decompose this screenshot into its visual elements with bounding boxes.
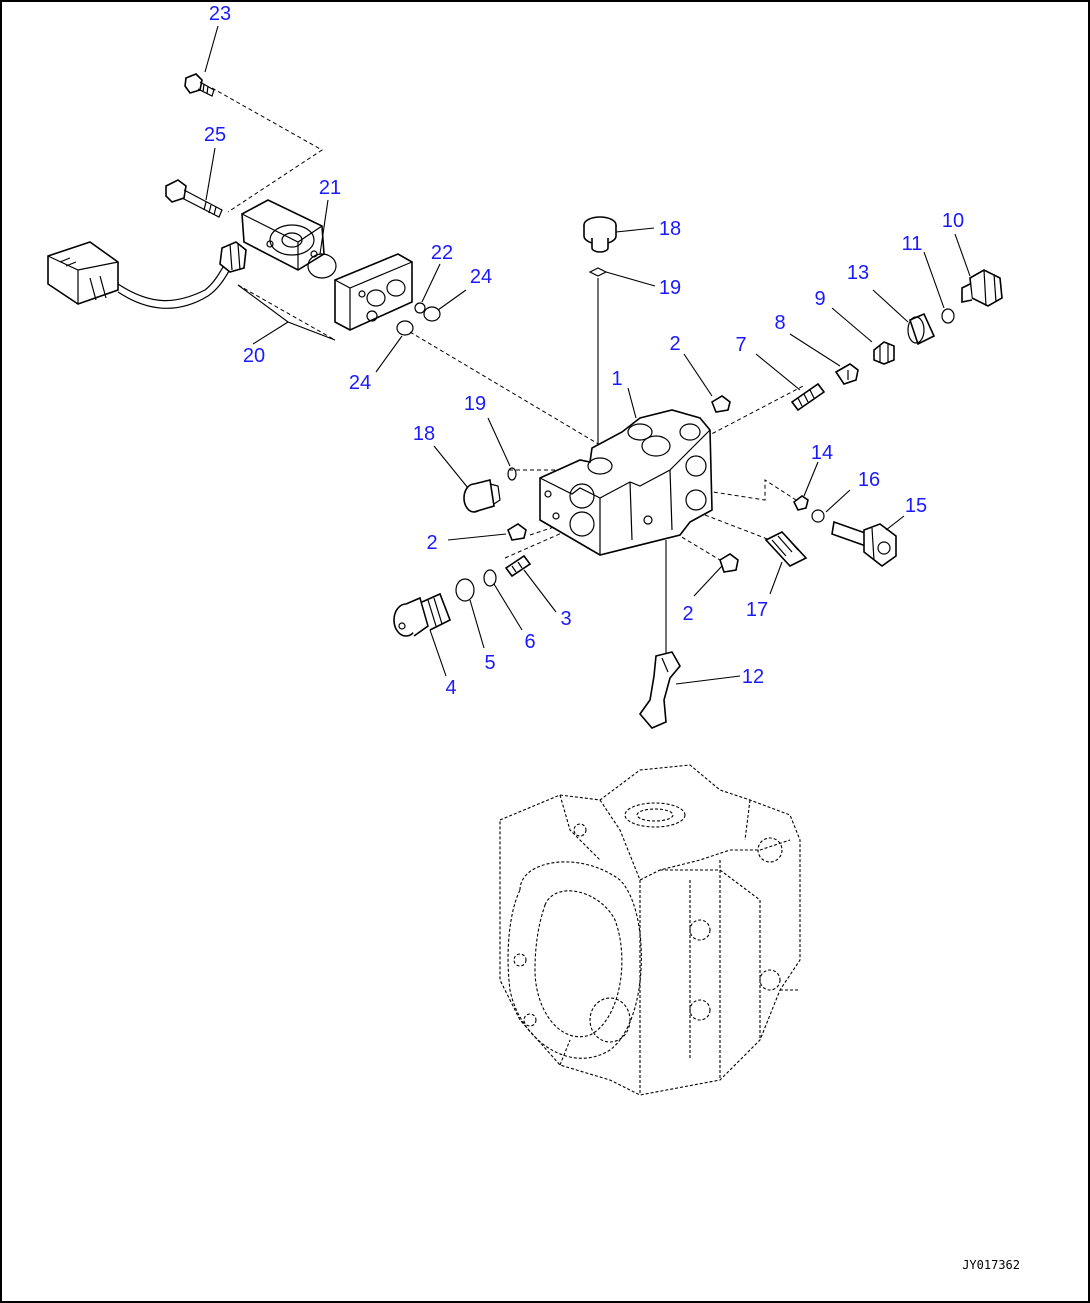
callout-2-right: 2 bbox=[682, 603, 693, 625]
callout-1: 1 bbox=[611, 368, 622, 390]
screw-8 bbox=[834, 363, 859, 385]
callout-16: 16 bbox=[858, 469, 880, 491]
bolt-23 bbox=[184, 73, 215, 97]
callout-21: 21 bbox=[319, 177, 341, 199]
valve-15 bbox=[831, 520, 897, 567]
plug-2-right bbox=[719, 553, 739, 573]
callout-25: 25 bbox=[204, 124, 226, 146]
callout-labels: 23 25 21 22 24 24 20 18 19 10 11 13 9 8 … bbox=[204, 3, 964, 699]
callout-4: 4 bbox=[445, 677, 456, 699]
callout-20: 20 bbox=[243, 345, 265, 367]
o-ring-24-upper bbox=[423, 306, 441, 322]
plug-4 bbox=[393, 592, 452, 637]
callout-23: 23 bbox=[209, 3, 231, 25]
callout-19-top: 19 bbox=[659, 277, 681, 299]
plug-10 bbox=[961, 269, 1003, 307]
callout-8: 8 bbox=[774, 312, 785, 334]
sleeve-13 bbox=[907, 312, 936, 346]
o-ring-21 bbox=[307, 253, 337, 279]
plug-18-top bbox=[583, 216, 617, 253]
screw-3 bbox=[504, 554, 532, 578]
drawing-code: JY017362 bbox=[962, 1258, 1020, 1272]
seat-9 bbox=[873, 341, 895, 365]
o-ring-16 bbox=[811, 509, 825, 523]
callout-2-upper: 2 bbox=[669, 333, 680, 355]
plug-18-left bbox=[463, 479, 501, 513]
threaded-piece-17 bbox=[764, 531, 808, 567]
solenoid-valve-20 bbox=[47, 199, 336, 341]
plug-14 bbox=[792, 495, 809, 511]
callout-24-upper: 24 bbox=[470, 266, 492, 288]
callout-14: 14 bbox=[811, 442, 833, 464]
callout-15: 15 bbox=[905, 495, 927, 517]
callout-24-lower: 24 bbox=[349, 372, 371, 394]
lever-12 bbox=[638, 651, 681, 729]
callout-6: 6 bbox=[524, 631, 535, 653]
callout-2-left: 2 bbox=[426, 532, 437, 554]
callout-12: 12 bbox=[742, 666, 764, 688]
plug-2-upper bbox=[711, 395, 731, 413]
callout-3: 3 bbox=[560, 608, 571, 630]
pump-housing-outline bbox=[499, 764, 801, 1096]
callout-19-left: 19 bbox=[464, 393, 486, 415]
callout-18-left: 18 bbox=[413, 423, 435, 445]
callout-10: 10 bbox=[942, 210, 964, 232]
callout-17: 17 bbox=[746, 599, 768, 621]
adjuster-7 bbox=[790, 382, 826, 412]
callout-18-top: 18 bbox=[659, 218, 681, 240]
valve-block bbox=[334, 253, 413, 331]
callout-13: 13 bbox=[847, 262, 869, 284]
bolt-25 bbox=[165, 179, 223, 218]
o-ring-24-lower bbox=[396, 320, 414, 336]
o-ring-19-top bbox=[588, 267, 608, 277]
callout-11: 11 bbox=[902, 233, 923, 255]
callout-5: 5 bbox=[484, 652, 495, 674]
o-ring-11 bbox=[941, 308, 955, 324]
plug-2-left bbox=[507, 523, 527, 541]
leader-lines bbox=[204, 25, 971, 685]
callout-9: 9 bbox=[814, 288, 825, 310]
o-ring-19-left bbox=[507, 467, 517, 481]
callout-7: 7 bbox=[735, 334, 746, 356]
o-ring-5 bbox=[455, 578, 475, 602]
o-ring-6 bbox=[483, 569, 497, 587]
assembly-lines bbox=[211, 87, 806, 660]
o-ring-22 bbox=[414, 302, 426, 314]
valve-body-1 bbox=[539, 409, 713, 556]
callout-22: 22 bbox=[431, 242, 453, 264]
